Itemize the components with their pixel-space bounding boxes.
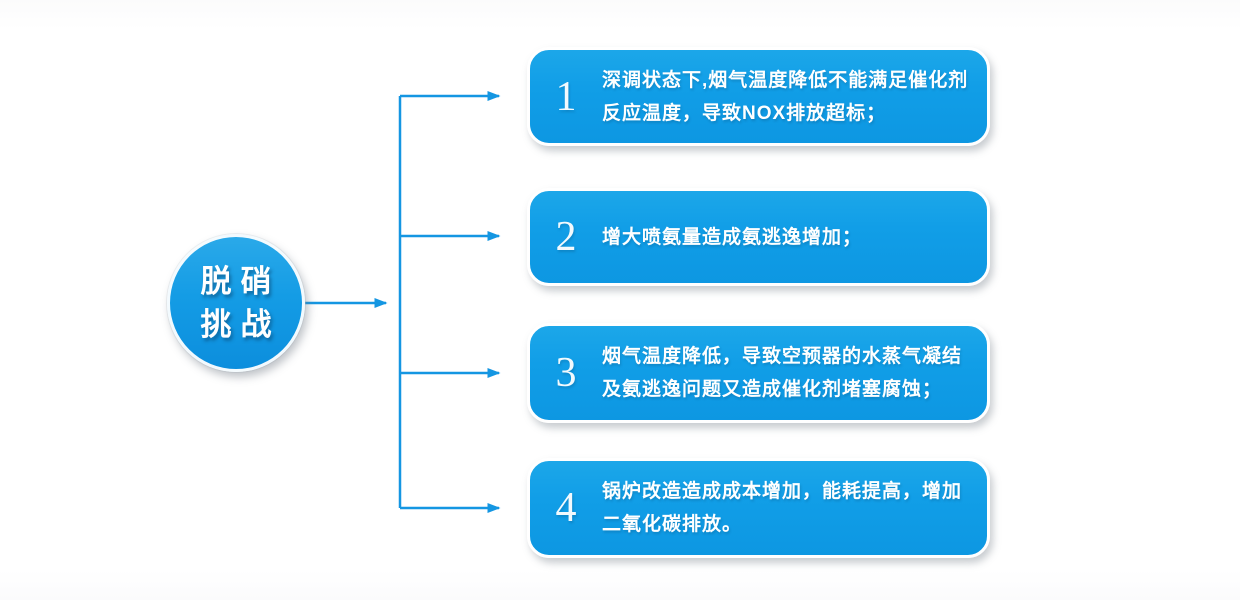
challenge-box-3: 3 烟气温度降低，导致空预器的水蒸气凝结及氨逃逸问题又造成催化剂堵塞腐蚀； — [527, 323, 990, 423]
challenge-text-2: 增大喷氨量造成氨逃逸增加； — [602, 226, 863, 248]
hub-circle-denitrification-challenge: 脱硝 挑战 — [167, 234, 305, 372]
challenge-box-2: 2 增大喷氨量造成氨逃逸增加； — [527, 188, 990, 286]
challenge-text-4: 锅炉改造造成成本增加，能耗提高，增加二氧化碳排放。 — [602, 481, 963, 535]
challenge-number-3: 3 — [555, 350, 577, 396]
challenge-text-1: 深调状态下,烟气温度降低不能满足催化剂反应温度，导致NOX排放超标； — [602, 69, 969, 124]
challenge-number-4: 4 — [555, 485, 577, 531]
hub-title-line1: 脱硝 — [200, 264, 281, 299]
challenge-box-1: 1 深调状态下,烟气温度降低不能满足催化剂反应温度，导致NOX排放超标； — [527, 47, 990, 146]
challenge-box-4: 4 锅炉改造造成成本增加，能耗提高，增加二氧化碳排放。 — [527, 458, 990, 558]
challenge-number-1: 1 — [555, 73, 577, 120]
hub-title-line2: 挑战 — [200, 307, 281, 342]
challenge-text-3: 烟气温度降低，导致空预器的水蒸气凝结及氨逃逸问题又造成催化剂堵塞腐蚀； — [602, 346, 963, 400]
challenge-number-2: 2 — [555, 214, 577, 260]
